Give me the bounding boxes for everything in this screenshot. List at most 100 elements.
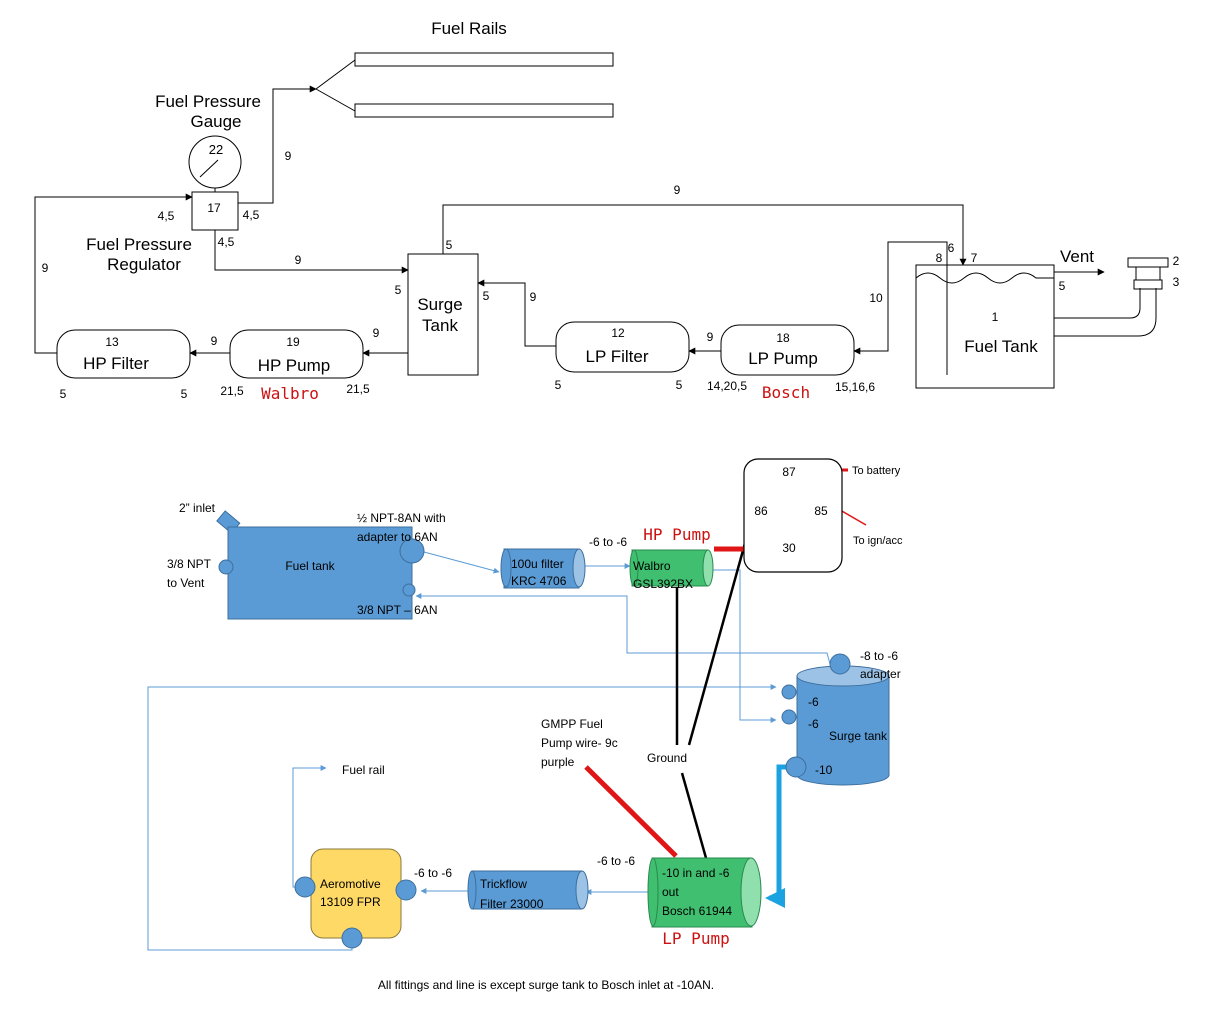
label-lp-pump-left: 14,20,5 (707, 379, 747, 393)
tank-outlet-port (399, 538, 425, 564)
hp-filter-to-regulator-line (34, 193, 193, 354)
krc-filter-end-left (500, 548, 512, 588)
relay-87-label: 87 (782, 465, 796, 479)
fuel-tank-number: 1 (992, 310, 999, 324)
relay-86-label: 86 (754, 504, 768, 518)
label-cap-2: 2 (1173, 254, 1180, 268)
bosch-end-right (740, 857, 762, 927)
krc-filter (500, 548, 586, 589)
hp-pump-number: 19 (286, 335, 300, 349)
relay-86-ground-wire (687, 517, 754, 746)
relay-30-label: 30 (782, 541, 796, 555)
surge-tank-label-line2: Tank (422, 316, 458, 335)
gauge-label-line2: Gauge (190, 112, 241, 131)
gmpp-label-line3: purple (541, 755, 575, 769)
hp-pump-label: HP Pump (258, 356, 330, 375)
walbro-body (631, 549, 709, 587)
vent-label-line1: 3/8 NPT (167, 557, 212, 571)
label-cap-3: 3 (1173, 275, 1180, 289)
surge-port-10-label: -10 (815, 763, 833, 777)
label-reg-left: 4,5 (158, 209, 175, 223)
adapter-label-line1: -8 to -6 (860, 649, 898, 663)
aeromotive-label-line2: 13109 FPR (320, 895, 381, 909)
top-text: Fuel Rails Fuel Pressure Gauge 22 17 Fue… (42, 19, 1180, 403)
adapter-label-line2: adapter (860, 667, 901, 681)
hp-pump-red-label: HP Pump (643, 525, 710, 544)
bottom-components (216, 458, 890, 949)
surge-to-fuel-tank-line (442, 204, 967, 266)
walbro-end-right (702, 549, 714, 587)
krc-filter-label-line2: KRC 4706 (511, 574, 567, 588)
surge-port-6b-label: -6 (808, 717, 819, 731)
label-tank-line: 10 (869, 291, 883, 305)
fuel-tank-box (915, 264, 1055, 389)
hp-filter-number: 13 (105, 335, 119, 349)
krc-filter-label-line1: 100u filter (511, 557, 564, 571)
label-tank-vent: 5 (1059, 279, 1066, 293)
fpr-return-port (341, 927, 363, 949)
label-hp-pump-right: 21,5 (346, 382, 370, 396)
lp-pump-label: LP Pump (748, 349, 818, 368)
label-lp-filter-left: 5 (555, 378, 562, 392)
surge-tank-box (407, 253, 479, 376)
regulator-label-line2: Regulator (107, 255, 181, 274)
regulator-label-line1: Fuel Pressure (86, 235, 192, 254)
fuel-rail-2 (354, 103, 614, 118)
fuel-level-wave (915, 272, 1054, 284)
tank-to-filter-line (423, 551, 500, 574)
bosch-ground-wire (680, 772, 708, 859)
label-reg-right: 4,5 (243, 208, 260, 222)
tank-body (227, 526, 413, 620)
walbro-label-line1: Walbro (633, 559, 671, 573)
lp-pump-number: 18 (776, 331, 790, 345)
walbro-end-left (629, 549, 639, 587)
label-lp-filter-right: 5 (676, 378, 683, 392)
lp-filter-label: LP Filter (586, 347, 649, 366)
fuel-tank-label: Fuel Tank (964, 337, 1038, 356)
label-top-return: 9 (674, 183, 681, 197)
filler-neck-collar (1133, 279, 1163, 290)
npt6-label: 3/8 NPT – 6AN (357, 603, 437, 617)
trickflow-label-line2: Filter 23000 (480, 897, 544, 911)
relay-box (743, 458, 843, 573)
fuel-rail-1 (354, 52, 614, 67)
footer-note: All fittings and line is except surge ta… (378, 978, 714, 992)
trickflow-end-left (467, 870, 477, 910)
bosch-body (651, 857, 753, 928)
relay-85-label: 85 (814, 504, 828, 518)
rail-split-line (315, 59, 356, 112)
surge-port-10 (785, 756, 807, 778)
trickflow-filter (467, 870, 589, 910)
surge-tank-body (796, 676, 890, 786)
label-surge-left: 5 (395, 283, 402, 297)
trickflow-end-right (575, 870, 589, 910)
surge-port-6b (781, 709, 797, 725)
vent-label-line2: to Vent (167, 576, 205, 590)
aeromotive-fpr (294, 848, 417, 949)
walbro-pump (629, 549, 714, 587)
label-tank-7: 7 (971, 251, 978, 265)
walbro-label-line2: GSL392BX (633, 577, 693, 591)
fuel-cap-top (1127, 257, 1169, 268)
aeromotive-body (310, 848, 402, 939)
label-reg-to-surge: 9 (295, 253, 302, 267)
bosch-label-line1: -10 in and -6 (662, 866, 730, 880)
surge-adapter-port (829, 653, 851, 675)
label-surge-to-hp-pump: 9 (373, 326, 380, 340)
hp-filter-label: HP Filter (83, 354, 149, 373)
bottom-text: 2” inlet 3/8 NPT to Vent Fuel tank ½ NPT… (167, 465, 903, 992)
npt8-label-line2: adapter to 6AN (357, 530, 438, 544)
fpr-inlet-port (395, 879, 417, 901)
fpr-rail-port (294, 876, 316, 898)
regulator-to-surge-line (214, 230, 409, 274)
label-hp-filter-right: 5 (181, 387, 188, 401)
bottom-fuel-tank-label: Fuel tank (285, 559, 335, 573)
gauge-needle (199, 159, 219, 178)
bottom-fuel-tank (216, 510, 425, 620)
regulator-number: 17 (207, 201, 221, 215)
top-schematic (34, 52, 1169, 389)
krc-filter-end-right (572, 548, 586, 588)
lp-filter-number: 12 (611, 326, 625, 340)
label-hp-filter-left: 5 (60, 387, 67, 401)
